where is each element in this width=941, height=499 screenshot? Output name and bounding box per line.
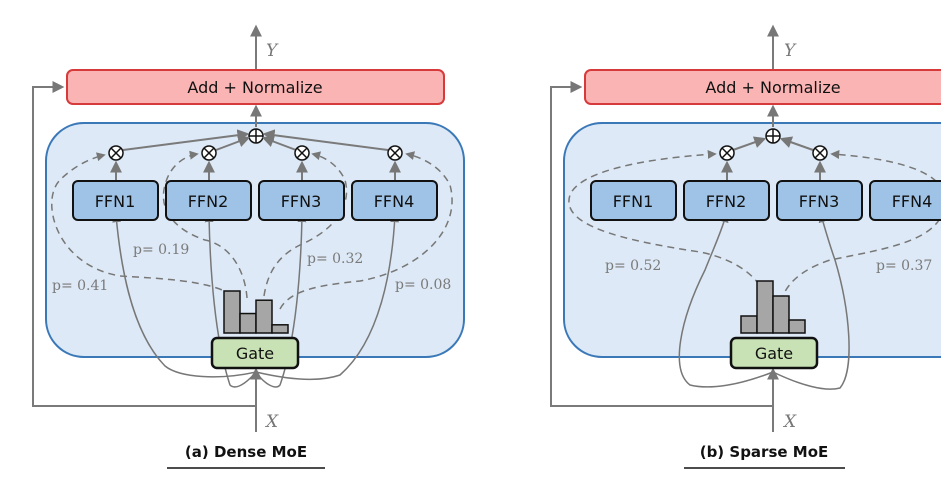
input-label: X [782,412,797,432]
histogram-bar [756,280,774,334]
probability-label: p= 0.41 [52,278,108,294]
residual-line [32,81,256,407]
histogram-bar [271,324,289,334]
histogram-bar [772,295,790,334]
expert-label: FFN1 [95,192,136,211]
multiply-node-icon [719,145,735,161]
histogram-bar [740,315,758,334]
gate-label: Gate [236,344,274,363]
expert-label: FFN2 [706,192,747,211]
multiply-node-icon [294,145,310,161]
add-normalize-box [584,69,941,105]
sparse-moe-panel: X Y Add + Normalize [550,24,941,469]
probability-label: p= 0.08 [395,277,451,293]
expert-ffn4: FFN4 [351,180,438,221]
panel-caption: (a) Dense MoE [185,443,307,461]
gate-histogram [223,290,289,334]
sum-node-icon [765,128,781,144]
histogram-bar [255,299,273,334]
expert-label: FFN3 [799,192,840,211]
panel-caption: (b) Sparse MoE [700,443,829,461]
expert-label: FFN2 [188,192,229,211]
expert-ffn4: FFN4 [869,180,941,221]
expert-label: FFN3 [281,192,322,211]
expert-ffn2: FFN2 [165,180,252,221]
multiply-node-icon [812,145,828,161]
input-label: X [264,412,279,432]
gate-label: Gate [755,344,793,363]
gate-box: Gate [729,336,819,370]
expert-label: FFN4 [892,192,933,211]
add-normalize-box [66,69,445,105]
multiply-node-icon [201,145,217,161]
add-normalize-label: Add + Normalize [705,78,840,97]
gate-box: Gate [210,336,300,370]
output-label: Y [266,41,279,61]
residual-line [550,81,773,407]
add-normalize-label: Add + Normalize [187,78,322,97]
histogram-bar [788,319,806,334]
probability-label: p= 0.52 [605,258,661,274]
probability-label: p= 0.32 [307,251,363,267]
probability-label: p= 0.19 [133,242,189,258]
expert-ffn3: FFN3 [776,180,863,221]
output-label: Y [784,41,797,61]
histogram-bar [223,290,241,334]
expert-label: FFN4 [374,192,415,211]
multiply-node-icon [387,145,403,161]
multiply-node-icon [108,145,124,161]
gate-histogram [740,280,806,334]
histogram-bar [239,312,257,334]
expert-ffn3: FFN3 [258,180,345,221]
probability-label: p= 0.37 [876,258,932,274]
dense-moe-panel: X Y Add + Normalize [32,24,465,469]
sum-node-icon [248,128,264,144]
expert-ffn1: FFN1 [590,180,677,221]
expert-label: FFN1 [613,192,654,211]
expert-ffn2: FFN2 [683,180,770,221]
expert-ffn1: FFN1 [72,180,159,221]
